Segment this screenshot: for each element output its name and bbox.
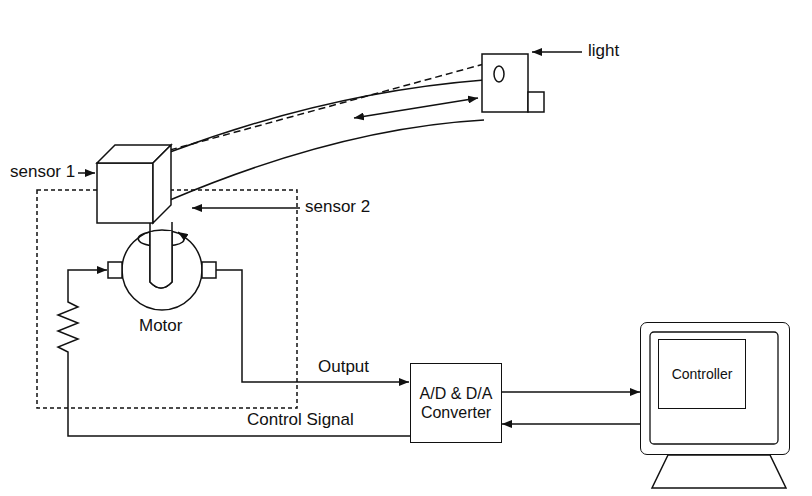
- signal-arrow: [502, 391, 640, 393]
- sensor-cube-front: [97, 163, 153, 223]
- light-source: [494, 66, 504, 82]
- light-clip: [482, 54, 528, 112]
- brush-right: [202, 262, 216, 278]
- arm-edge-bottom: [170, 120, 484, 200]
- motor-circle: [122, 230, 202, 310]
- monitor-inner-frame: [650, 332, 778, 444]
- brush-left: [108, 262, 122, 278]
- node-text: A/D & D/A Converter: [417, 384, 495, 422]
- motor-shaft: [150, 222, 172, 288]
- leader-line: [78, 172, 95, 174]
- converter-box: A/D & D/A Converter: [410, 363, 502, 443]
- sensor-cube-side: [153, 145, 171, 223]
- node-text: Controller: [672, 366, 733, 383]
- monitor-stand: [652, 455, 786, 488]
- part-label: light: [588, 41, 619, 61]
- monitor-screen: Controller: [658, 339, 746, 409]
- part-label: sensor 2: [305, 197, 370, 217]
- leader-line: [192, 207, 300, 209]
- output-wire: [216, 270, 409, 382]
- light-path-dashed: [170, 64, 484, 150]
- reflection-arrow: [354, 98, 478, 118]
- part-label: Motor: [139, 316, 182, 336]
- signal-arrow: [502, 423, 640, 425]
- control-wire-resistor: [58, 270, 410, 436]
- arm-edge-top: [170, 80, 484, 152]
- signal-name: Output: [318, 357, 369, 377]
- shaft-in-motor: [150, 231, 172, 288]
- leader-line: [532, 51, 582, 53]
- part-label: sensor 1: [10, 162, 75, 182]
- controller-monitor: Controller: [640, 322, 790, 455]
- clip-tab: [528, 92, 544, 112]
- signal-name: Control Signal: [247, 410, 354, 430]
- motor-housing-dashed: [37, 190, 297, 408]
